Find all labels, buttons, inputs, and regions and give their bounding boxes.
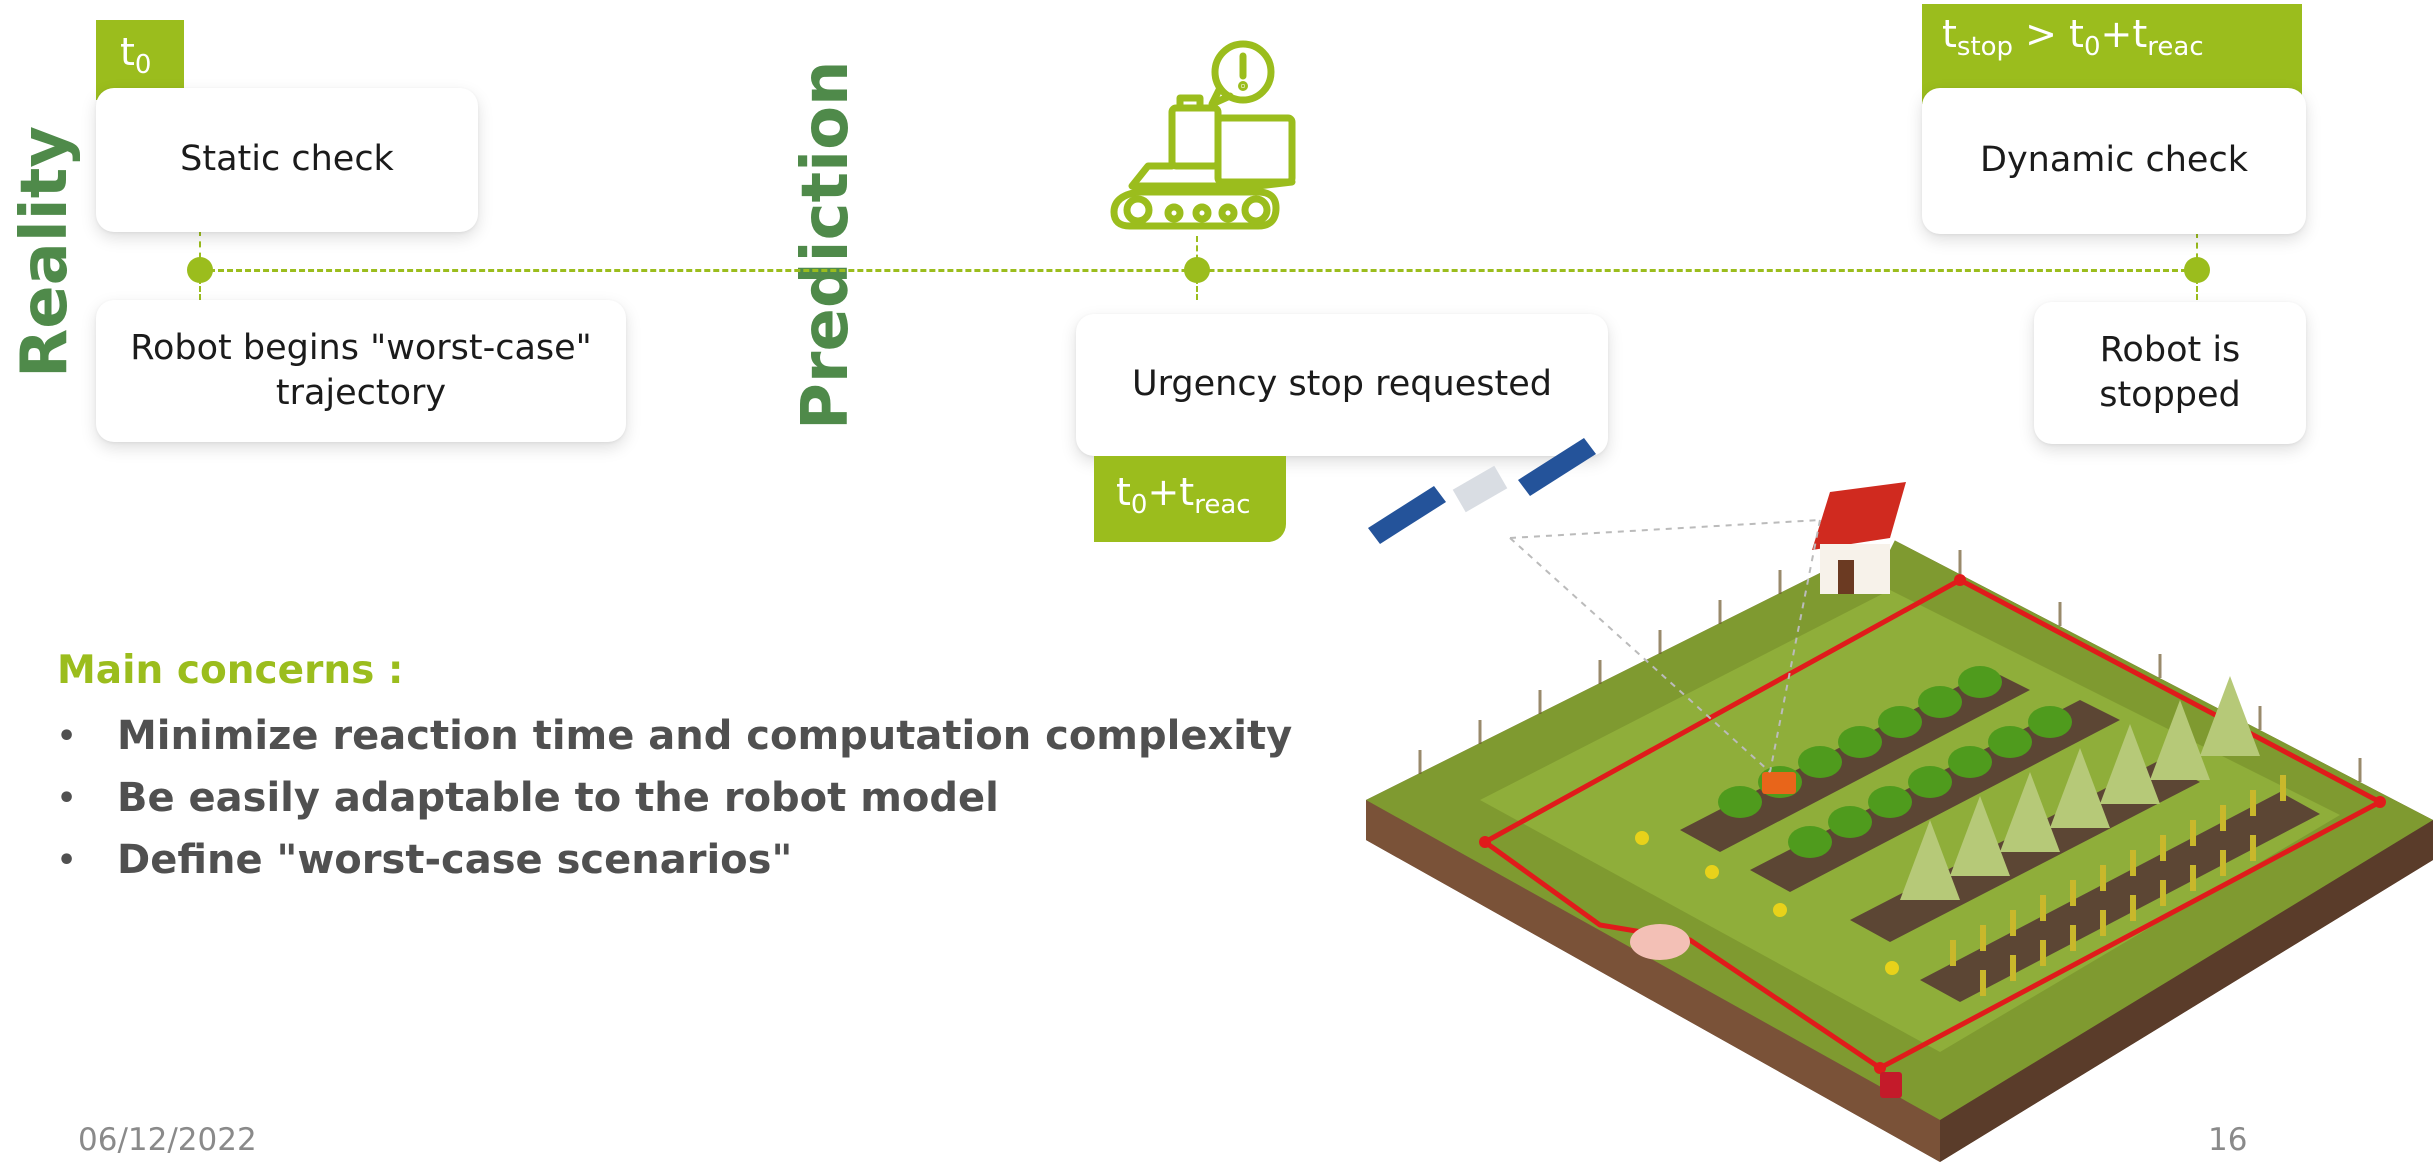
timeline-dot-1 (187, 257, 213, 283)
tag-sub: reac (2147, 32, 2204, 62)
timeline-tick-3-top (2196, 232, 2198, 270)
concern-text: Minimize reaction time and computation c… (117, 713, 1293, 759)
card-text: Urgency stop requested (1132, 364, 1552, 405)
card-text: Dynamic check (1980, 140, 2248, 181)
concern-item: • Minimize reaction time and computation … (57, 705, 1292, 767)
bullet-icon: • (57, 718, 77, 754)
event-1-tag: t0 (96, 20, 184, 100)
concerns-title: Main concerns : (57, 648, 404, 693)
barn (1810, 482, 1906, 594)
footer-date: 06/12/2022 (78, 1122, 257, 1158)
concern-item: • Be easily adaptable to the robot model (57, 767, 1292, 829)
tag-sub: 0 (134, 50, 152, 80)
padlock (1880, 1072, 1902, 1098)
robot-tractor-alert-icon (1110, 40, 1296, 230)
timeline-dot-2 (1184, 257, 1210, 283)
concern-item: • Define "worst-case scenarios" (57, 829, 1292, 891)
bullet-icon: • (57, 780, 77, 816)
page-number: 16 (2208, 1122, 2248, 1158)
tag-sub: 0 (1130, 490, 1148, 520)
event-3-tag: tstop > t0+treac (1922, 4, 2302, 104)
satellite (1368, 438, 1596, 544)
tag-sub: reac (1194, 490, 1251, 520)
tag-text: +t (2100, 12, 2148, 56)
concern-text: Define "worst-case scenarios" (117, 837, 793, 883)
timeline-tick-1-top (199, 230, 201, 270)
prediction-label: Prediction (789, 60, 863, 430)
event-3-bottom-card: Robot is stopped (2034, 302, 2306, 444)
event-1-top-card: Static check (96, 88, 478, 232)
card-text: Static check (180, 139, 394, 180)
bullet-icon: • (57, 842, 77, 878)
concerns-list: • Minimize reaction time and computation … (57, 705, 1292, 891)
timeline-tick-1-bottom (199, 270, 201, 300)
tag-text: +t (1147, 470, 1195, 514)
concern-text: Be easily adaptable to the robot model (117, 775, 999, 821)
card-text: Robot is stopped (2099, 329, 2241, 416)
timeline-tick-3-bottom (2196, 270, 2198, 300)
tag-text: t (1942, 12, 1957, 56)
timeline-tick-2-top (1196, 236, 1198, 270)
event-2-bottom-card: Urgency stop requested (1076, 314, 1608, 456)
card-text: Robot begins "worst-case" trajectory (130, 327, 592, 414)
event-1-bottom-card: Robot begins "worst-case" trajectory (96, 300, 626, 442)
event-3-top-card: Dynamic check (1922, 88, 2306, 234)
farm-field-illustration (1366, 438, 2433, 1162)
tag-text: t (1116, 470, 1131, 514)
tag-sub: stop (1956, 32, 2014, 62)
timeline-dot-3 (2184, 257, 2210, 283)
event-2-tag: t0+treac (1094, 456, 1286, 542)
tag-sub: 0 (2083, 32, 2101, 62)
timeline-tick-2-bottom (1196, 270, 1198, 300)
tag-text: > t (2013, 12, 2084, 56)
tag-text: t (120, 30, 135, 74)
reality-label: Reality (8, 125, 82, 378)
pig (1630, 924, 1690, 960)
robot (1762, 772, 1796, 794)
